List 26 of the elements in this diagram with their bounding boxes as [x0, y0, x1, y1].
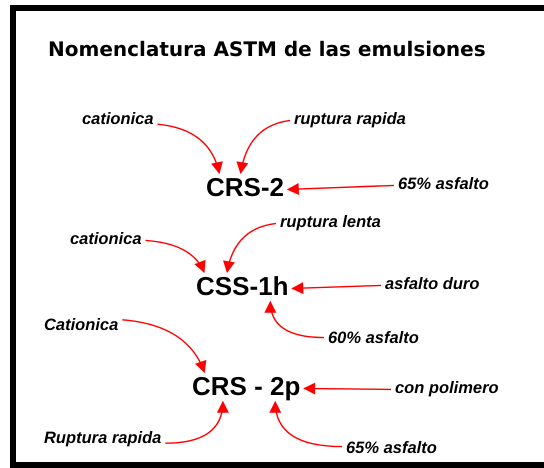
- emulsion-code: CSS-1h: [192, 272, 292, 302]
- attribute-label: Cationica: [40, 316, 122, 335]
- arrow: [270, 400, 342, 448]
- arrow: [157, 124, 222, 174]
- emulsion-code: CRS-2: [202, 173, 288, 203]
- attribute-label: 60% asfalto: [324, 329, 423, 348]
- emulsion-code: CRS - 2p: [188, 372, 304, 402]
- arrow: [303, 382, 391, 395]
- attribute-label: 65% asfalto: [342, 439, 441, 458]
- attribute-label: 65% asfalto: [394, 175, 493, 194]
- diagram-title: Nomenclatura ASTM de las emulsiones: [48, 37, 486, 61]
- arrow: [165, 400, 228, 444]
- arrow: [145, 240, 205, 274]
- attribute-label: con polimero: [391, 379, 503, 398]
- attribute-label: asfalto duro: [381, 275, 484, 294]
- attribute-label: ruptura lenta: [276, 213, 385, 232]
- arrow: [286, 183, 394, 196]
- attribute-label: Ruptura rapida: [40, 429, 166, 448]
- arrow: [224, 222, 276, 274]
- attribute-label: ruptura rapida: [290, 110, 410, 129]
- arrow: [122, 319, 206, 374]
- arrow: [265, 300, 324, 338]
- attribute-label: cationica: [66, 230, 146, 249]
- arrow: [291, 282, 382, 294]
- attribute-label: cationica: [78, 110, 158, 129]
- arrow: [236, 120, 290, 174]
